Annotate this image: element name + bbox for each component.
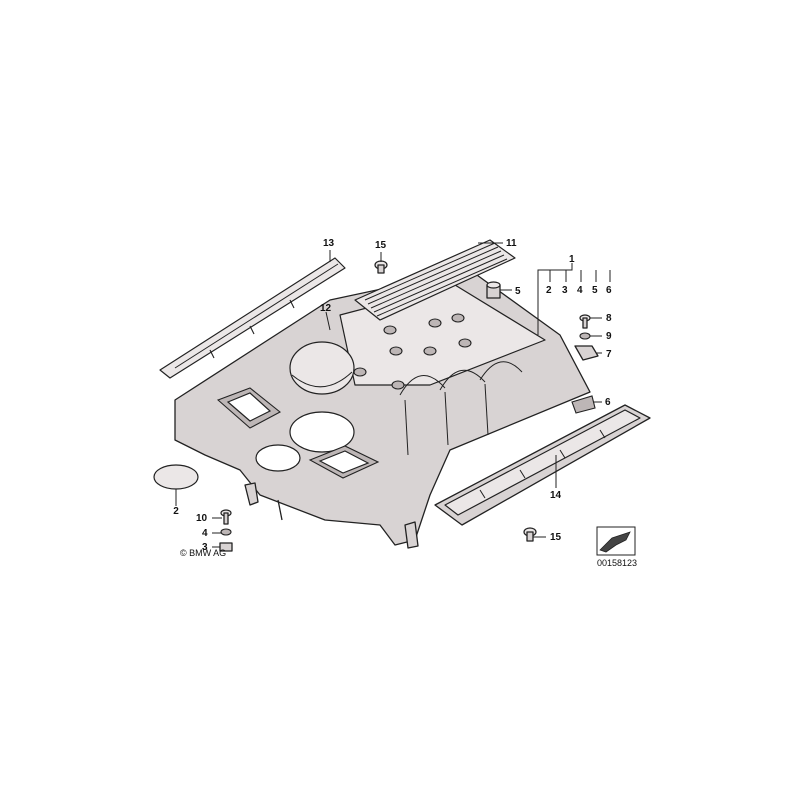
callout-1: 1 [569,254,575,265]
bracket-7 [574,345,599,361]
left-seal-strip [159,257,346,379]
callout-14: 14 [550,490,562,501]
screw-8 [579,314,591,329]
orientation-arrow-icon [596,526,636,556]
grommet-3 [219,542,233,552]
leader-lines [175,242,611,548]
copyright-text: © BMW AG [180,548,226,558]
engine-cover [174,269,591,549]
rubber-buffer-5 [486,281,501,299]
callout-13: 13 [323,238,335,249]
washer-4 [220,528,232,536]
callout-8: 8 [606,313,612,324]
callout-12: 12 [320,303,332,314]
callout-2: 2 [173,506,179,517]
washer-9 [579,332,591,340]
callout-15-upper: 15 [375,240,387,251]
callout-3: 3 [202,542,208,553]
ribbed-top-plate [354,239,516,321]
callout-4: 4 [202,528,208,539]
callout-4-group: 4 [577,285,583,296]
callout-3-group: 3 [562,285,568,296]
callout-5: 5 [515,286,521,297]
grommet-6 [571,395,596,414]
callout-11: 11 [506,238,517,249]
emblem-2 [153,464,199,490]
callout-15-lower: 15 [550,532,562,543]
screw-10 [220,509,232,525]
push-rivet-15-upper [374,260,388,274]
callout-6-group: 6 [606,285,612,296]
callout-6: 6 [605,397,611,408]
callout-5-group: 5 [592,285,598,296]
callout-2-group: 2 [546,285,552,296]
right-seal-strip [434,404,651,526]
push-rivet-15-lower [523,527,537,542]
callout-10: 10 [196,513,208,524]
callout-7: 7 [606,349,612,360]
diagram-number: 00158123 [597,558,637,568]
callout-labels: 1 2 3 4 5 6 2 3 4 5 6 7 8 9 10 11 12 13 … [173,238,612,553]
callout-9: 9 [606,331,612,342]
